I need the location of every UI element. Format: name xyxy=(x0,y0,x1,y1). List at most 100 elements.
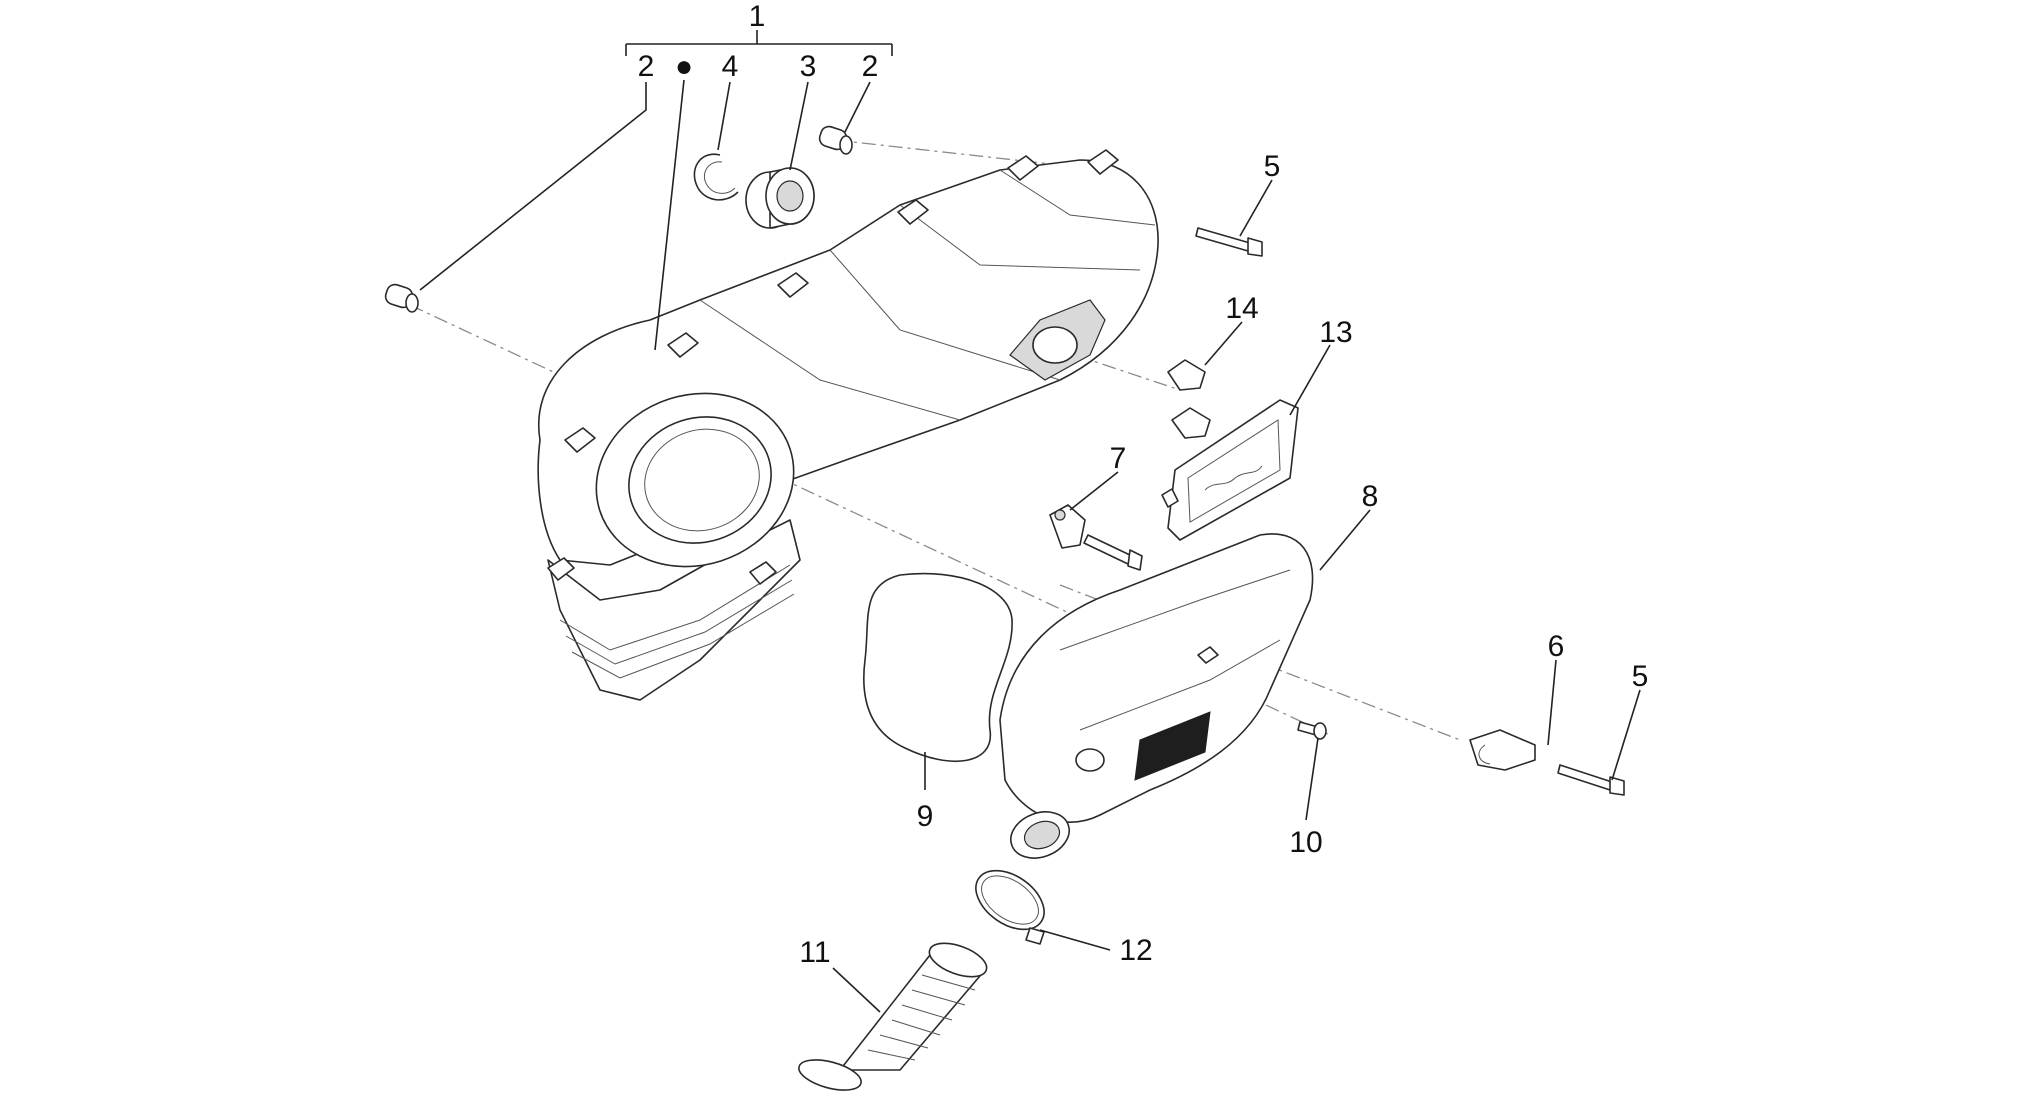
leader-7 xyxy=(1069,471,1119,511)
leader-11 xyxy=(832,967,881,1013)
hose-clamp-tab xyxy=(1025,927,1045,945)
bracket-bolt-head xyxy=(1127,549,1143,571)
hose-clamp-band xyxy=(975,869,1045,931)
cover-lug-7 xyxy=(547,557,575,581)
dowel-pin-left xyxy=(384,283,419,313)
circlip-ring xyxy=(693,153,739,201)
callout-11: 11 xyxy=(799,936,830,969)
cover-rib-1 xyxy=(559,564,791,651)
intake-duct-corrugation-3 xyxy=(901,1004,953,1021)
badge-plate-body xyxy=(1167,399,1299,541)
cover-lug-1 xyxy=(564,427,596,453)
dowel-pin-right xyxy=(818,125,853,155)
intake-duct-top-flange xyxy=(928,942,988,978)
circlip xyxy=(693,153,739,201)
callout-labels: 1 2 ● 4 3 2 5 14 13 7 8 6 5 9 10 11 12 xyxy=(638,0,1649,969)
transmission-cover xyxy=(537,149,1159,701)
callout-1: 1 xyxy=(749,0,766,33)
leader-14 xyxy=(1204,321,1243,366)
intake-cover-lug xyxy=(1197,646,1219,664)
callout-6: 6 xyxy=(1548,630,1565,663)
intake-duct-corrugation-2 xyxy=(911,989,966,1006)
bracket-plate xyxy=(1049,504,1086,549)
callout-8: 8 xyxy=(1362,480,1379,513)
bolt-lower xyxy=(1557,764,1625,796)
leader-3 xyxy=(789,81,809,171)
gasket xyxy=(863,572,1013,763)
intake-duct xyxy=(798,942,988,1091)
cover-lug-2 xyxy=(667,332,699,358)
intake-cover xyxy=(999,533,1314,859)
cover-lug-3 xyxy=(777,272,809,298)
callout-10: 10 xyxy=(1289,826,1322,859)
cover-crease-4 xyxy=(999,169,1156,226)
grommet-upper-body xyxy=(1167,359,1206,391)
bearing-bore xyxy=(776,180,804,212)
intake-cover-boss xyxy=(1075,748,1105,772)
callout-3: 3 xyxy=(800,50,817,83)
callout-7: 7 xyxy=(1110,442,1127,475)
clip-body xyxy=(1469,729,1536,771)
leader-2b xyxy=(844,81,871,133)
bullet-marker: ● xyxy=(675,50,693,83)
cover-lug-4 xyxy=(897,199,929,225)
leader-2a xyxy=(419,82,647,291)
intake-cover-crease-2 xyxy=(1079,639,1281,731)
bracket-bolt-shank xyxy=(1083,534,1133,565)
intake-duct-corrugation-1 xyxy=(921,974,976,991)
cover-lug-6 xyxy=(1087,149,1119,175)
leader-lines xyxy=(419,79,1641,1013)
leader-10 xyxy=(1305,737,1319,821)
intake-cover-spigot-bore xyxy=(1023,820,1061,850)
intake-cover-body xyxy=(999,533,1314,823)
callout-4: 4 xyxy=(722,50,739,83)
assembly-bracket xyxy=(625,30,893,56)
leader-bullet xyxy=(654,79,685,351)
cover-crease-2 xyxy=(829,249,1061,381)
cover-crease-1 xyxy=(699,299,961,421)
leader-12 xyxy=(1039,929,1111,951)
callout-5-lower: 5 xyxy=(1632,660,1649,693)
cover-base-ribs xyxy=(547,519,801,701)
grommet-upper xyxy=(1167,359,1206,391)
hose-clamp-inner xyxy=(981,875,1039,925)
bolt-lower-shank xyxy=(1557,764,1613,791)
badge-plate xyxy=(1161,399,1299,541)
cover-rib-2 xyxy=(565,579,793,665)
leader-8 xyxy=(1319,509,1371,571)
bracket xyxy=(1049,504,1143,571)
callout-13: 13 xyxy=(1319,316,1352,349)
intake-duct-corrugation-5 xyxy=(879,1034,929,1049)
circlip-inner xyxy=(703,161,736,194)
clip xyxy=(1469,729,1536,771)
callout-9: 9 xyxy=(917,800,934,833)
intake-duct-corrugation-4 xyxy=(891,1019,941,1036)
bearing xyxy=(745,167,815,229)
screw-head xyxy=(1313,722,1327,740)
leader-6 xyxy=(1547,659,1557,746)
cover-rib-3 xyxy=(571,593,795,679)
leader-13 xyxy=(1289,344,1331,416)
dowel-pin-right-end xyxy=(839,135,853,155)
intake-duct-corrugation-6 xyxy=(867,1049,916,1061)
cover-pulley-window xyxy=(628,416,772,544)
screw xyxy=(1297,721,1327,740)
dowel-pin-left-end xyxy=(405,293,419,313)
callout-12: 12 xyxy=(1119,934,1152,967)
cover-crease-3 xyxy=(899,204,1141,271)
intake-cover-dark-panel xyxy=(1134,711,1211,781)
bolt-lower-head xyxy=(1609,776,1625,796)
intake-duct-mouth xyxy=(798,1059,862,1091)
cover-lug-5 xyxy=(1007,155,1039,181)
callout-2-right: 2 xyxy=(862,50,879,83)
gasket-ring xyxy=(863,572,1013,763)
hose-clamp xyxy=(975,869,1045,945)
bolt-upper xyxy=(1195,227,1263,257)
bracket-hole xyxy=(1054,509,1066,521)
bolt-upper-head xyxy=(1247,237,1263,257)
leader-5b xyxy=(1611,689,1641,781)
clip-hook xyxy=(1478,744,1491,765)
cover-pulley-inner-ring xyxy=(644,428,760,532)
